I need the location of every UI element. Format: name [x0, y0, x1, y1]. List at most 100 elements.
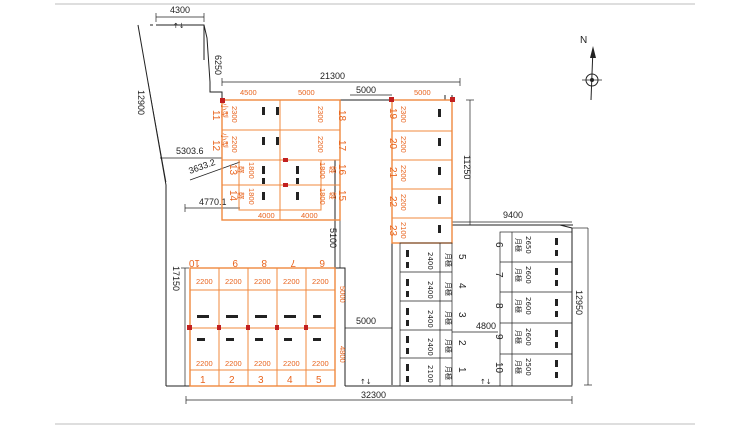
stall-3-num: 3: [258, 375, 264, 386]
stall-19-width: 2300: [399, 106, 408, 123]
stall-15-num: 15: [336, 190, 347, 202]
monthly-8-tag: 月極: [514, 299, 523, 313]
center-wheel-stops: [438, 109, 441, 233]
upper-wheel-stops: [262, 107, 299, 200]
dim-main-width: 21300: [320, 71, 345, 81]
monthly-5-width: 2400: [426, 252, 434, 270]
dim-row-width-a: 4500: [240, 88, 257, 97]
stall-17-num: 17: [336, 140, 347, 152]
stall-7-num: 7: [290, 257, 296, 268]
stall-8-num: 8: [261, 257, 267, 268]
monthly-5-tag: 月極: [444, 253, 453, 267]
stall-20-num: 20: [387, 138, 398, 150]
entrance-arrows: ↑↓ ↑↓ ↑↓: [173, 22, 492, 386]
upper-markers: [220, 98, 288, 187]
lower-left-bottom-labels: 2200 1 2200 2 2200 3 2200 4 2200 5: [196, 359, 329, 386]
stall-15-width: 1800: [318, 188, 327, 205]
monthly-right-column: [499, 231, 573, 387]
stall-21-width: 2200: [399, 165, 408, 182]
monthly-1-width: 2100: [426, 365, 434, 383]
stall-23-width: 2100: [399, 222, 408, 239]
stall-10-num: 10: [188, 257, 200, 268]
lower-left-markers: [187, 325, 308, 330]
compass-north-label: N: [580, 35, 587, 46]
monthly-1-num: 1: [456, 367, 467, 373]
dim-offset: 4770.1: [199, 197, 227, 207]
stall-9-num: 9: [232, 257, 238, 268]
monthly-2-tag: 月極: [444, 339, 453, 353]
stall-6-num: 6: [319, 257, 325, 268]
monthly-6-num: 6: [493, 242, 504, 248]
monthly-10-tag: 月極: [514, 360, 523, 374]
stall-22-width: 2200: [399, 194, 408, 211]
stall-12-tag: 小型: [220, 133, 229, 148]
dim-right-width: 9400: [503, 210, 523, 220]
stall-12-num: 12: [210, 140, 221, 152]
stall-13-tag: 軽: [236, 166, 245, 174]
center-markers: [389, 97, 455, 102]
stall-1-num: 1: [200, 375, 206, 386]
dim-left-height: 12900: [136, 90, 146, 115]
monthly-2-num: 2: [456, 340, 467, 346]
dim-bottom-width: 32300: [361, 390, 386, 400]
stall-5-num: 5: [316, 375, 322, 386]
lower-left-top-labels: 10 2200 9 2200 8 2200 7 2200 6 2200: [188, 257, 328, 286]
monthly-8-width: 2600: [524, 297, 532, 315]
dim-left-height-b: 17150: [171, 266, 181, 291]
stall-8-width: 2200: [254, 277, 271, 286]
monthly-6-tag: 月極: [514, 238, 523, 252]
lower-left-wheel-stops: [197, 315, 321, 341]
monthly-7-num: 7: [493, 272, 504, 278]
stall-11-num: 11: [210, 110, 221, 121]
stall-11-width: 2300: [230, 106, 239, 123]
monthly-left-labels: 2400 月極 5 2400 月極 4 2400 月極 3 2400 月極 2 …: [426, 252, 467, 383]
stall-14-num: 14: [227, 190, 238, 202]
stall-18-num: 18: [336, 110, 347, 122]
stall-17-width: 2200: [316, 136, 325, 153]
stall-10-width: 2200: [196, 277, 213, 286]
stall-11-tag: 小型: [220, 103, 229, 118]
monthly-left-column: [399, 242, 453, 387]
stall-15-tag: 軽: [328, 192, 337, 200]
dimension-lines: [147, 13, 592, 404]
monthly-1-tag: 月極: [444, 366, 453, 380]
stall-2-num: 2: [229, 375, 235, 386]
entrance-arrow-right-icon: ↑↓: [480, 378, 492, 386]
stall-14-tag: 軽: [236, 192, 245, 200]
monthly-9-width: 2600: [524, 328, 532, 346]
dim-right-height-b: 12950: [574, 290, 584, 315]
monthly-4-num: 4: [456, 283, 467, 289]
stall-3-width: 2200: [254, 359, 271, 368]
stall-21-num: 21: [387, 167, 398, 179]
stall-6-width: 2200: [312, 277, 329, 286]
dim-aisle-a: 5000: [356, 85, 376, 95]
stall-14-width: 1800: [247, 188, 256, 205]
stall-5-width: 2200: [312, 359, 329, 368]
monthly-3-width: 2400: [426, 310, 434, 328]
monthly-3-num: 3: [456, 312, 467, 318]
monthly-8-num: 8: [493, 303, 504, 309]
upper-row-width-left: 4000: [258, 211, 275, 220]
monthly-6-width: 2650: [524, 236, 532, 254]
upper-left-stall-labels: 11 小型 2300 12 小型 2200 13 軽 1800 14 軽 180…: [210, 103, 256, 205]
dim-col-4800: 4800: [338, 346, 347, 363]
monthly-9-num: 9: [493, 334, 504, 340]
dim-left-setback: 6250: [213, 55, 223, 75]
monthly-right-labels: 6 月極 2650 7 月極 2600 8 月極 2600 9 月極 2600 …: [493, 236, 532, 376]
stall-4-width: 2200: [283, 359, 300, 368]
entrance-arrow-bottom-icon: ↑↓: [360, 378, 372, 386]
stall-7-width: 2200: [283, 277, 300, 286]
dim-row-width-b: 5000: [298, 88, 315, 97]
dim-right-height-a: 11250: [462, 155, 472, 179]
stall-20-width: 2200: [399, 136, 408, 153]
dim-diag-b: 3633.2: [187, 157, 216, 176]
monthly-9-tag: 月極: [514, 330, 523, 344]
stall-22-num: 22: [387, 196, 398, 208]
stall-16-width: 1800: [318, 162, 327, 179]
monthly-10-width: 2500: [524, 358, 532, 376]
stall-18-width: 2300: [316, 106, 325, 123]
compass-arrow-icon: [590, 46, 596, 58]
monthly-left-wheel-stops: [406, 250, 409, 382]
monthly-7-width: 2600: [524, 266, 532, 284]
stall-23-num: 23: [387, 225, 398, 237]
